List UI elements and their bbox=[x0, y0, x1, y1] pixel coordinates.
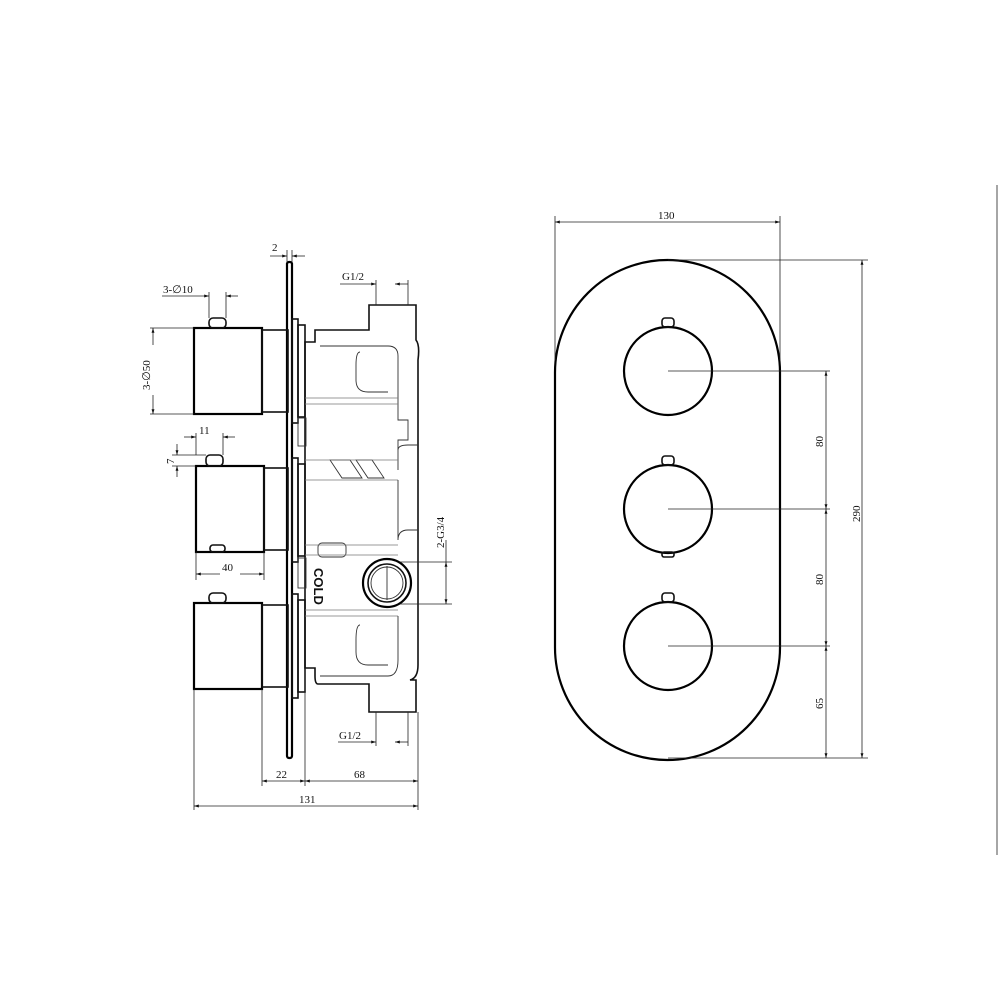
dim-knob-length: 40 bbox=[222, 562, 234, 574]
dim-body-depth: 68 bbox=[354, 769, 366, 781]
dim-spacing-lower: 80 bbox=[814, 574, 826, 586]
dim-cold-inlet: 2-G3/4 bbox=[435, 516, 447, 548]
dim-plate-height: 290 bbox=[851, 505, 863, 522]
dim-pin-height: 7 bbox=[165, 458, 177, 464]
cold-inlet bbox=[361, 557, 413, 609]
dim-outlet-top: G1/2 bbox=[342, 271, 364, 283]
side-knob-middle bbox=[194, 454, 306, 563]
dim-bottom-offset: 65 bbox=[814, 698, 826, 710]
dim-collar-depth: 22 bbox=[276, 769, 287, 781]
dim-knob-diameter: 3-∅50 bbox=[141, 360, 153, 390]
side-dimensions: 2 G1/2 3-∅10 3-∅50 11 bbox=[141, 242, 452, 810]
front-view: 130 290 80 80 65 bbox=[553, 210, 868, 762]
side-knob-top bbox=[192, 317, 306, 424]
front-knob-bottom bbox=[622, 592, 714, 692]
front-knob-middle bbox=[622, 455, 714, 558]
dim-plate-width: 130 bbox=[658, 210, 675, 222]
valve-body: COLD bbox=[297, 304, 420, 713]
dim-pin-width: 11 bbox=[199, 425, 210, 437]
cold-label: COLD bbox=[311, 568, 326, 605]
side-knob-bottom bbox=[192, 592, 306, 699]
dim-outlet-bottom: G1/2 bbox=[339, 730, 361, 742]
dim-pin-diameter: 3-∅10 bbox=[163, 284, 193, 296]
dim-overall-depth: 131 bbox=[299, 794, 316, 806]
dim-spacing-upper: 80 bbox=[814, 436, 826, 448]
side-view: COLD 2 G1/2 3-∅10 bbox=[141, 242, 452, 810]
front-plate bbox=[553, 258, 782, 762]
front-dimensions: 130 290 80 80 65 bbox=[554, 210, 868, 759]
front-knob-top bbox=[622, 317, 714, 417]
dim-plate-thickness: 2 bbox=[272, 242, 278, 254]
